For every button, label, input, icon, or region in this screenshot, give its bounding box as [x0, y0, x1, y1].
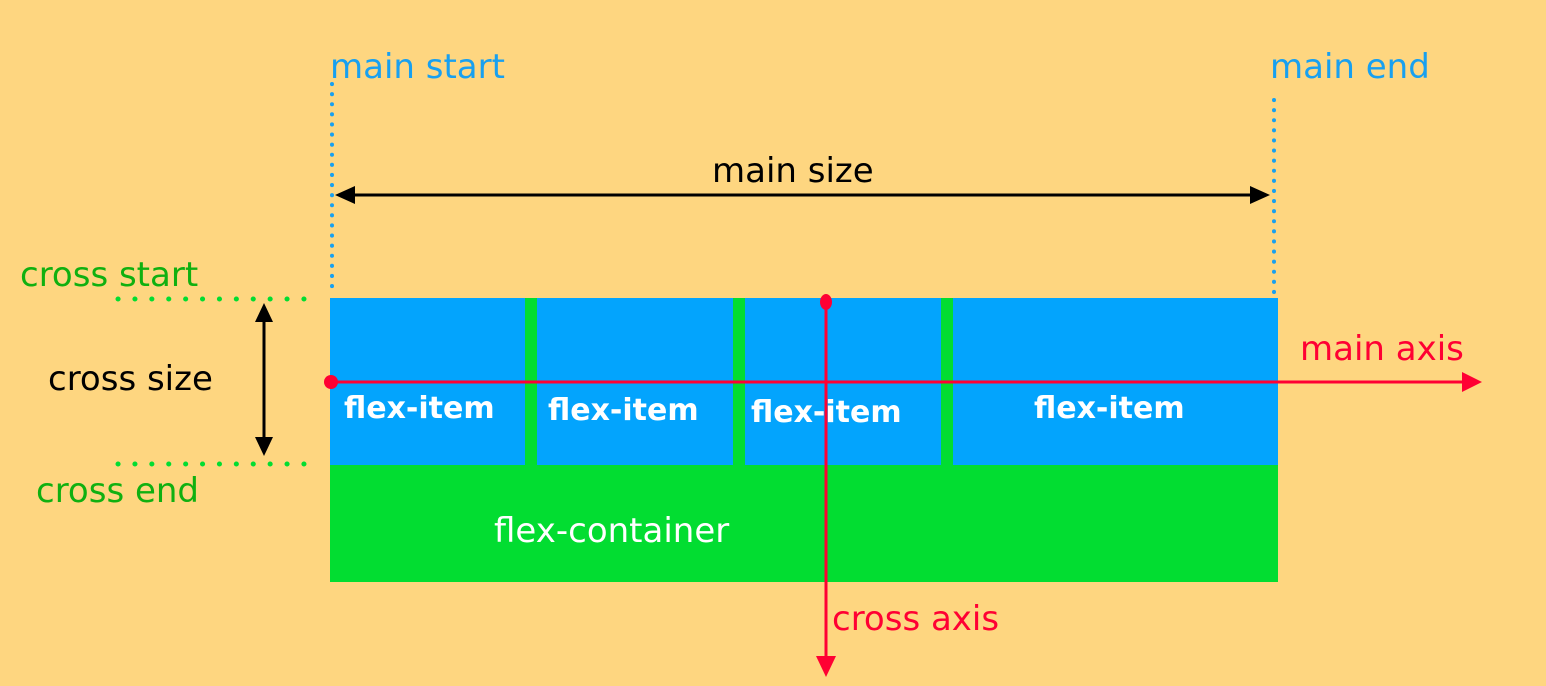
cross-axis-label: cross axis: [832, 599, 999, 639]
cross-axis-arrowhead: [816, 656, 836, 677]
main-size-label: main size: [712, 151, 874, 191]
flex-item-label-4: flex-item: [1034, 391, 1185, 426]
cross-end-label: cross end: [36, 471, 199, 511]
main-axis-origin-dot: [324, 375, 338, 389]
cross-start-label: cross start: [20, 255, 198, 295]
main-axis-arrowhead: [1462, 372, 1482, 392]
flex-item-label-2: flex-item: [548, 393, 699, 428]
main-axis-label: main axis: [1300, 329, 1464, 369]
main-end-label: main end: [1270, 47, 1430, 87]
flex-container-label: flex-container: [494, 511, 729, 551]
cross-axis-origin-dot: [820, 294, 832, 310]
cross-size-arrowheads: [255, 303, 273, 456]
main-start-label: main start: [330, 47, 505, 87]
cross-size-label: cross size: [48, 359, 213, 399]
flex-item-label-1: flex-item: [344, 391, 495, 426]
